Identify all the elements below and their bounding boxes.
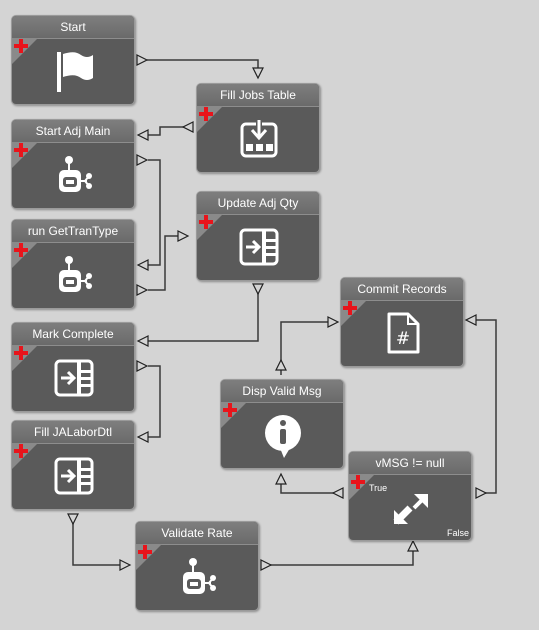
add-plus-icon[interactable] — [14, 39, 28, 53]
add-plus-icon[interactable] — [223, 403, 237, 417]
wire-mark-complete-to-fill-jalabordtl — [148, 365, 161, 438]
add-plus-icon[interactable] — [351, 475, 365, 489]
node-title: Fill JALaborDtl — [12, 421, 134, 444]
robot-icon — [173, 552, 223, 602]
node-fill-jalabordtl[interactable]: Fill JALaborDtl — [11, 420, 135, 510]
node-title: Update Adj Qty — [197, 192, 319, 215]
add-plus-icon[interactable] — [199, 107, 213, 121]
hash-document-icon: # — [378, 308, 428, 358]
download-icon — [234, 114, 284, 164]
port-update-in — [177, 230, 190, 242]
port-vmsg-true-out — [331, 487, 344, 499]
false-branch-label: False — [446, 528, 469, 538]
enter-table-icon — [234, 222, 284, 272]
port-start-adj-in — [136, 129, 149, 141]
port-commit-right-in — [464, 314, 477, 326]
add-plus-icon[interactable] — [343, 301, 357, 315]
node-title: Start Adj Main — [12, 120, 134, 143]
node-mark-complete[interactable]: Mark Complete — [11, 322, 135, 412]
node-disp-valid-msg[interactable]: Disp Valid Msg — [220, 379, 344, 469]
node-run-gettrantype[interactable]: run GetTranType — [11, 219, 135, 309]
add-plus-icon[interactable] — [14, 444, 28, 458]
wire-fill-jalabordtl-to-validate — [72, 520, 128, 566]
true-branch-label: True — [369, 483, 388, 493]
port-disp-valid-out — [275, 358, 287, 371]
port-validate-in — [119, 559, 132, 571]
port-gettrantype-out — [136, 284, 149, 296]
wire-disp-valid-to-commit — [280, 321, 335, 375]
add-plus-icon[interactable] — [14, 143, 28, 157]
enter-table-icon — [49, 353, 99, 403]
node-title: run GetTranType — [12, 220, 134, 243]
port-start-adj-out — [136, 154, 149, 166]
node-title: vMSG != null — [349, 452, 471, 475]
node-commit-records[interactable]: Commit Records # — [340, 277, 464, 367]
wire-vmsg-to-disp-valid — [280, 478, 343, 494]
add-plus-icon[interactable] — [138, 545, 152, 559]
wire-fill-jobs-to-start-adj — [148, 126, 193, 136]
condition-arrows-icon — [386, 484, 436, 534]
port-update-out — [252, 283, 264, 296]
port-vmsg-in — [407, 539, 419, 552]
port-fill-jalabordtl-in — [136, 431, 149, 443]
wire-update-to-mark-complete — [148, 290, 259, 342]
port-mark-complete-out — [136, 360, 149, 372]
wire-start-to-fill-jobs — [147, 59, 259, 76]
node-fill-jobs-table[interactable]: Fill Jobs Table — [196, 83, 320, 173]
port-fill-jobs-out — [181, 121, 194, 133]
port-commit-in — [327, 316, 340, 328]
node-title: Disp Valid Msg — [221, 380, 343, 403]
port-fill-jalabordtl-out — [67, 513, 79, 526]
wire-validate-to-vmsg — [268, 548, 414, 566]
node-validate-rate[interactable]: Validate Rate — [135, 521, 259, 611]
wire-start-adj-to-gettrantype — [148, 159, 161, 266]
info-bubble-icon — [258, 410, 308, 460]
node-title: Start — [12, 16, 134, 39]
node-title: Mark Complete — [12, 323, 134, 346]
wire-gettrantype-to-update — [148, 235, 185, 291]
node-title: Fill Jobs Table — [197, 84, 319, 107]
port-start-out — [136, 54, 149, 66]
robot-icon — [49, 250, 99, 300]
robot-icon — [49, 150, 99, 200]
port-fill-jobs-in — [252, 67, 264, 80]
port-vmsg-false-out — [475, 487, 488, 499]
svg-text:#: # — [396, 329, 410, 349]
add-plus-icon[interactable] — [14, 346, 28, 360]
port-validate-out — [260, 559, 273, 571]
node-start-adj-main[interactable]: Start Adj Main — [11, 119, 135, 209]
enter-table-icon — [49, 451, 99, 501]
node-title: Validate Rate — [136, 522, 258, 545]
flag-icon — [49, 46, 99, 96]
add-plus-icon[interactable] — [14, 243, 28, 257]
wire-vmsg-to-commit — [476, 319, 497, 494]
port-mark-complete-in — [136, 335, 149, 347]
add-plus-icon[interactable] — [199, 215, 213, 229]
node-start[interactable]: Start — [11, 15, 135, 105]
node-title: Commit Records — [341, 278, 463, 301]
port-gettrantype-in — [136, 259, 149, 271]
node-update-adj-qty[interactable]: Update Adj Qty — [196, 191, 320, 281]
node-vmsg-condition[interactable]: vMSG != null True False — [348, 451, 472, 541]
port-disp-valid-in — [275, 472, 287, 485]
